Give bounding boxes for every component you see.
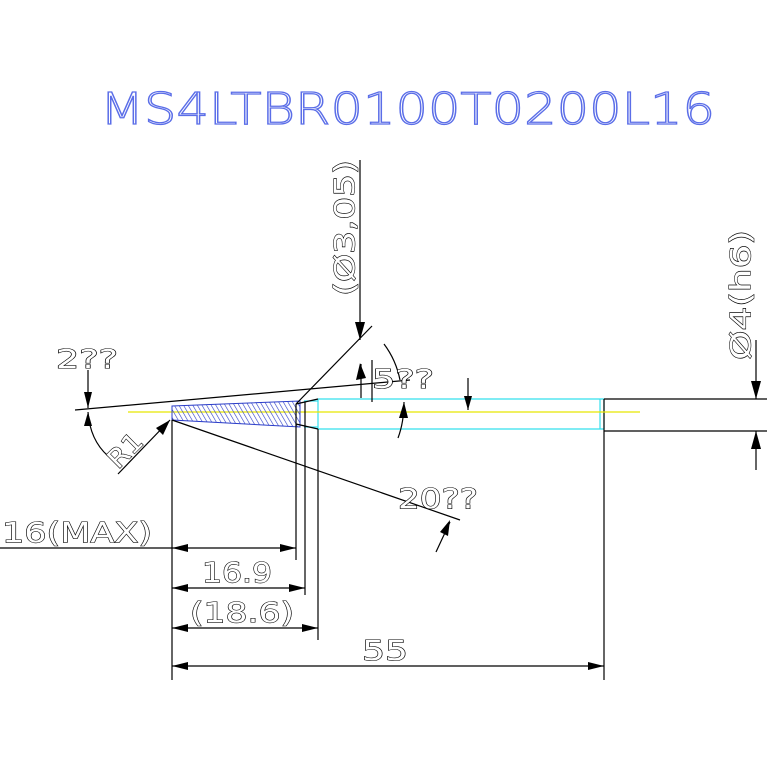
dia-neck-label: (Ø3,05) [328,160,361,296]
tool-shank [304,398,605,430]
dim-line-55 [172,662,604,670]
dim-line-18-6 [172,624,318,632]
tip-angle-arrows [84,370,109,457]
radius-leader [117,419,171,475]
taper-angle-label: 20?? [398,482,478,515]
taper-angle-arrows [435,520,451,553]
cone-angle-arrows [356,343,472,439]
dia-neck-leader [355,160,365,340]
dim-line-16-9 [172,584,305,592]
dim-line-16max [0,544,296,552]
radius-label: R1 [102,427,150,475]
length-flute-label: 16.9 [202,556,272,589]
dia-shank-label: Ø4(h6) [724,230,757,360]
shank-outline [603,398,767,432]
tip-angle-label: 2?? [56,345,118,375]
length-total-label: 55 [362,634,408,667]
neck-cone [295,398,319,430]
part-number-title: MS4LTBR0100T0200L16 [100,84,715,135]
angle-lines [74,325,461,521]
flute-section [171,400,301,428]
length-max-label: 16(MAX) [2,516,152,549]
cone-angle-label: 5?? [372,365,434,395]
dia-shank-leader [751,340,761,470]
length-neck-label: (18.6) [190,596,294,629]
extension-lines [171,420,605,680]
